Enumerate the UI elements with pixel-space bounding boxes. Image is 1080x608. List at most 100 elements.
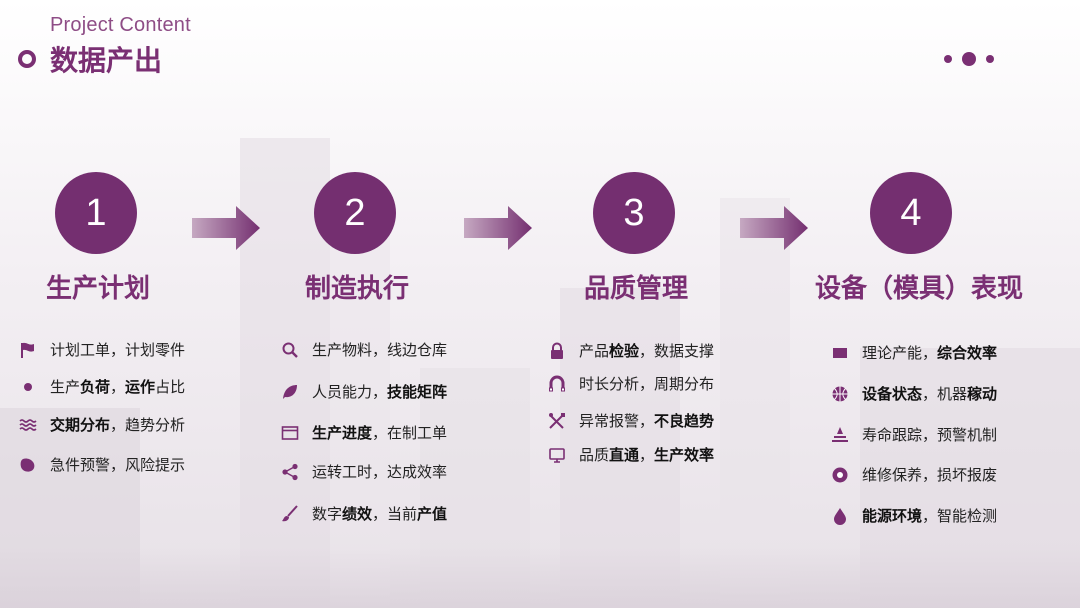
list-item: 产品检验，数据支撑 — [547, 340, 714, 361]
plain-text: 产品 — [579, 342, 609, 360]
list-item-text: 理论产能，综合效率 — [862, 342, 997, 363]
waves-icon — [18, 415, 38, 435]
step-2-circle: 2 — [314, 172, 396, 254]
plain-text: ，在制工单 — [372, 424, 447, 442]
list-item-text: 数字绩效，当前产值 — [312, 503, 447, 524]
emphasis-text: 运作 — [125, 378, 155, 396]
list-item: 品质直通，生产效率 — [547, 444, 714, 465]
arrow-right-icon — [192, 206, 260, 250]
list-item: 交期分布，趋势分析 — [18, 414, 185, 435]
target-icon — [830, 465, 850, 485]
tools-icon — [547, 411, 567, 431]
plain-text: ，趋势分析 — [110, 416, 185, 434]
flag-icon — [18, 340, 38, 360]
step-1-title: 生产计划 — [46, 268, 150, 305]
list-item-text: 寿命跟踪，预警机制 — [862, 424, 997, 445]
step-3-title: 品质管理 — [584, 268, 688, 305]
list-item-text: 设备状态，机器稼动 — [862, 383, 997, 404]
list-item-text: 急件预警，风险提示 — [50, 454, 185, 475]
list-item-text: 计划工单，计划零件 — [50, 339, 185, 360]
plain-text: ，机器 — [922, 385, 967, 403]
list-item: 理论产能，综合效率 — [830, 342, 997, 363]
share-icon — [280, 462, 300, 482]
list-item: 能源环境，智能检测 — [830, 505, 997, 526]
leaf-icon — [280, 382, 300, 402]
emphasis-text: 能源环境 — [862, 507, 922, 525]
lamp-icon — [830, 425, 850, 445]
list-item: 急件预警，风险提示 — [18, 454, 185, 475]
plain-text: 数字 — [312, 505, 342, 523]
lock-icon — [547, 341, 567, 361]
plain-text: 时长分析，周期分布 — [579, 375, 714, 393]
search-icon — [280, 340, 300, 360]
plain-text: ，数据支撑 — [639, 342, 714, 360]
emphasis-text: 设备状态 — [862, 385, 922, 403]
arrow-right-icon — [740, 206, 808, 250]
plain-text: 理论产能， — [862, 344, 937, 362]
list-item-text: 产品检验，数据支撑 — [579, 340, 714, 361]
plain-text: 人员能力， — [312, 383, 387, 401]
emphasis-text: 不良趋势 — [654, 412, 714, 430]
list-item: 计划工单，计划零件 — [18, 339, 185, 360]
plain-text: 生产物料，线边仓库 — [312, 341, 447, 359]
list-item: 数字绩效，当前产值 — [280, 503, 447, 524]
window-icon — [280, 423, 300, 443]
list-item-text: 生产负荷，运作占比 — [50, 376, 185, 397]
step-4-title: 设备（模具）表现 — [815, 268, 1023, 305]
plain-text: ， — [639, 446, 654, 464]
list-item: 维修保养，损坏报废 — [830, 464, 997, 485]
plain-text: 占比 — [155, 378, 185, 396]
list-item-text: 交期分布，趋势分析 — [50, 414, 185, 435]
page-title: 数据产出 — [50, 39, 162, 79]
brush-icon — [280, 504, 300, 524]
plain-text: 生产 — [50, 378, 80, 396]
emphasis-text: 稼动 — [967, 385, 997, 403]
step-1-circle: 1 — [55, 172, 137, 254]
emphasis-text: 技能矩阵 — [387, 383, 447, 401]
list-item: 设备状态，机器稼动 — [830, 383, 997, 404]
list-item: 生产物料，线边仓库 — [280, 339, 447, 360]
magnet-icon — [547, 374, 567, 394]
list-item-text: 生产物料，线边仓库 — [312, 339, 447, 360]
emphasis-text: 产值 — [417, 505, 447, 523]
list-item-text: 时长分析，周期分布 — [579, 373, 714, 394]
step-4-circle: 4 — [870, 172, 952, 254]
arrow-right-icon — [464, 206, 532, 250]
plain-text: 维修保养，损坏报废 — [862, 466, 997, 484]
list-item: 生产进度，在制工单 — [280, 422, 447, 443]
emphasis-text: 综合效率 — [937, 344, 997, 362]
basketball-icon — [830, 384, 850, 404]
plain-text: ，当前 — [372, 505, 417, 523]
decorative-dots — [944, 52, 994, 66]
emphasis-text: 直通 — [609, 446, 639, 464]
emphasis-text: 负荷 — [80, 378, 110, 396]
list-item: 人员能力，技能矩阵 — [280, 381, 447, 402]
plain-text: 寿命跟踪，预警机制 — [862, 426, 997, 444]
list-item-text: 运转工时，达成效率 — [312, 461, 447, 482]
step-2-title: 制造执行 — [305, 268, 409, 305]
emphasis-text: 绩效 — [342, 505, 372, 523]
page-subtitle: Project Content — [18, 14, 191, 37]
plain-text: 计划工单，计划零件 — [50, 341, 185, 359]
list-item: 生产负荷，运作占比 — [18, 376, 185, 397]
list-item-text: 品质直通，生产效率 — [579, 444, 714, 465]
step-3-circle: 3 — [593, 172, 675, 254]
list-item: 寿命跟踪，预警机制 — [830, 424, 997, 445]
plain-text: 急件预警，风险提示 — [50, 456, 185, 474]
emphasis-text: 检验 — [609, 342, 639, 360]
plain-text: 异常报警， — [579, 412, 654, 430]
blob-icon — [18, 455, 38, 475]
monitor-icon — [547, 445, 567, 465]
emphasis-text: 生产进度 — [312, 424, 372, 442]
list-item-text: 人员能力，技能矩阵 — [312, 381, 447, 402]
list-item: 异常报警，不良趋势 — [547, 410, 714, 431]
rectangle-icon — [830, 343, 850, 363]
list-item: 运转工时，达成效率 — [280, 461, 447, 482]
list-item-text: 维修保养，损坏报废 — [862, 464, 997, 485]
plain-text: ，智能检测 — [922, 507, 997, 525]
list-item-text: 生产进度，在制工单 — [312, 422, 447, 443]
list-item-text: 异常报警，不良趋势 — [579, 410, 714, 431]
plain-text: ， — [110, 378, 125, 396]
dot-icon — [18, 377, 38, 397]
drop-icon — [830, 506, 850, 526]
